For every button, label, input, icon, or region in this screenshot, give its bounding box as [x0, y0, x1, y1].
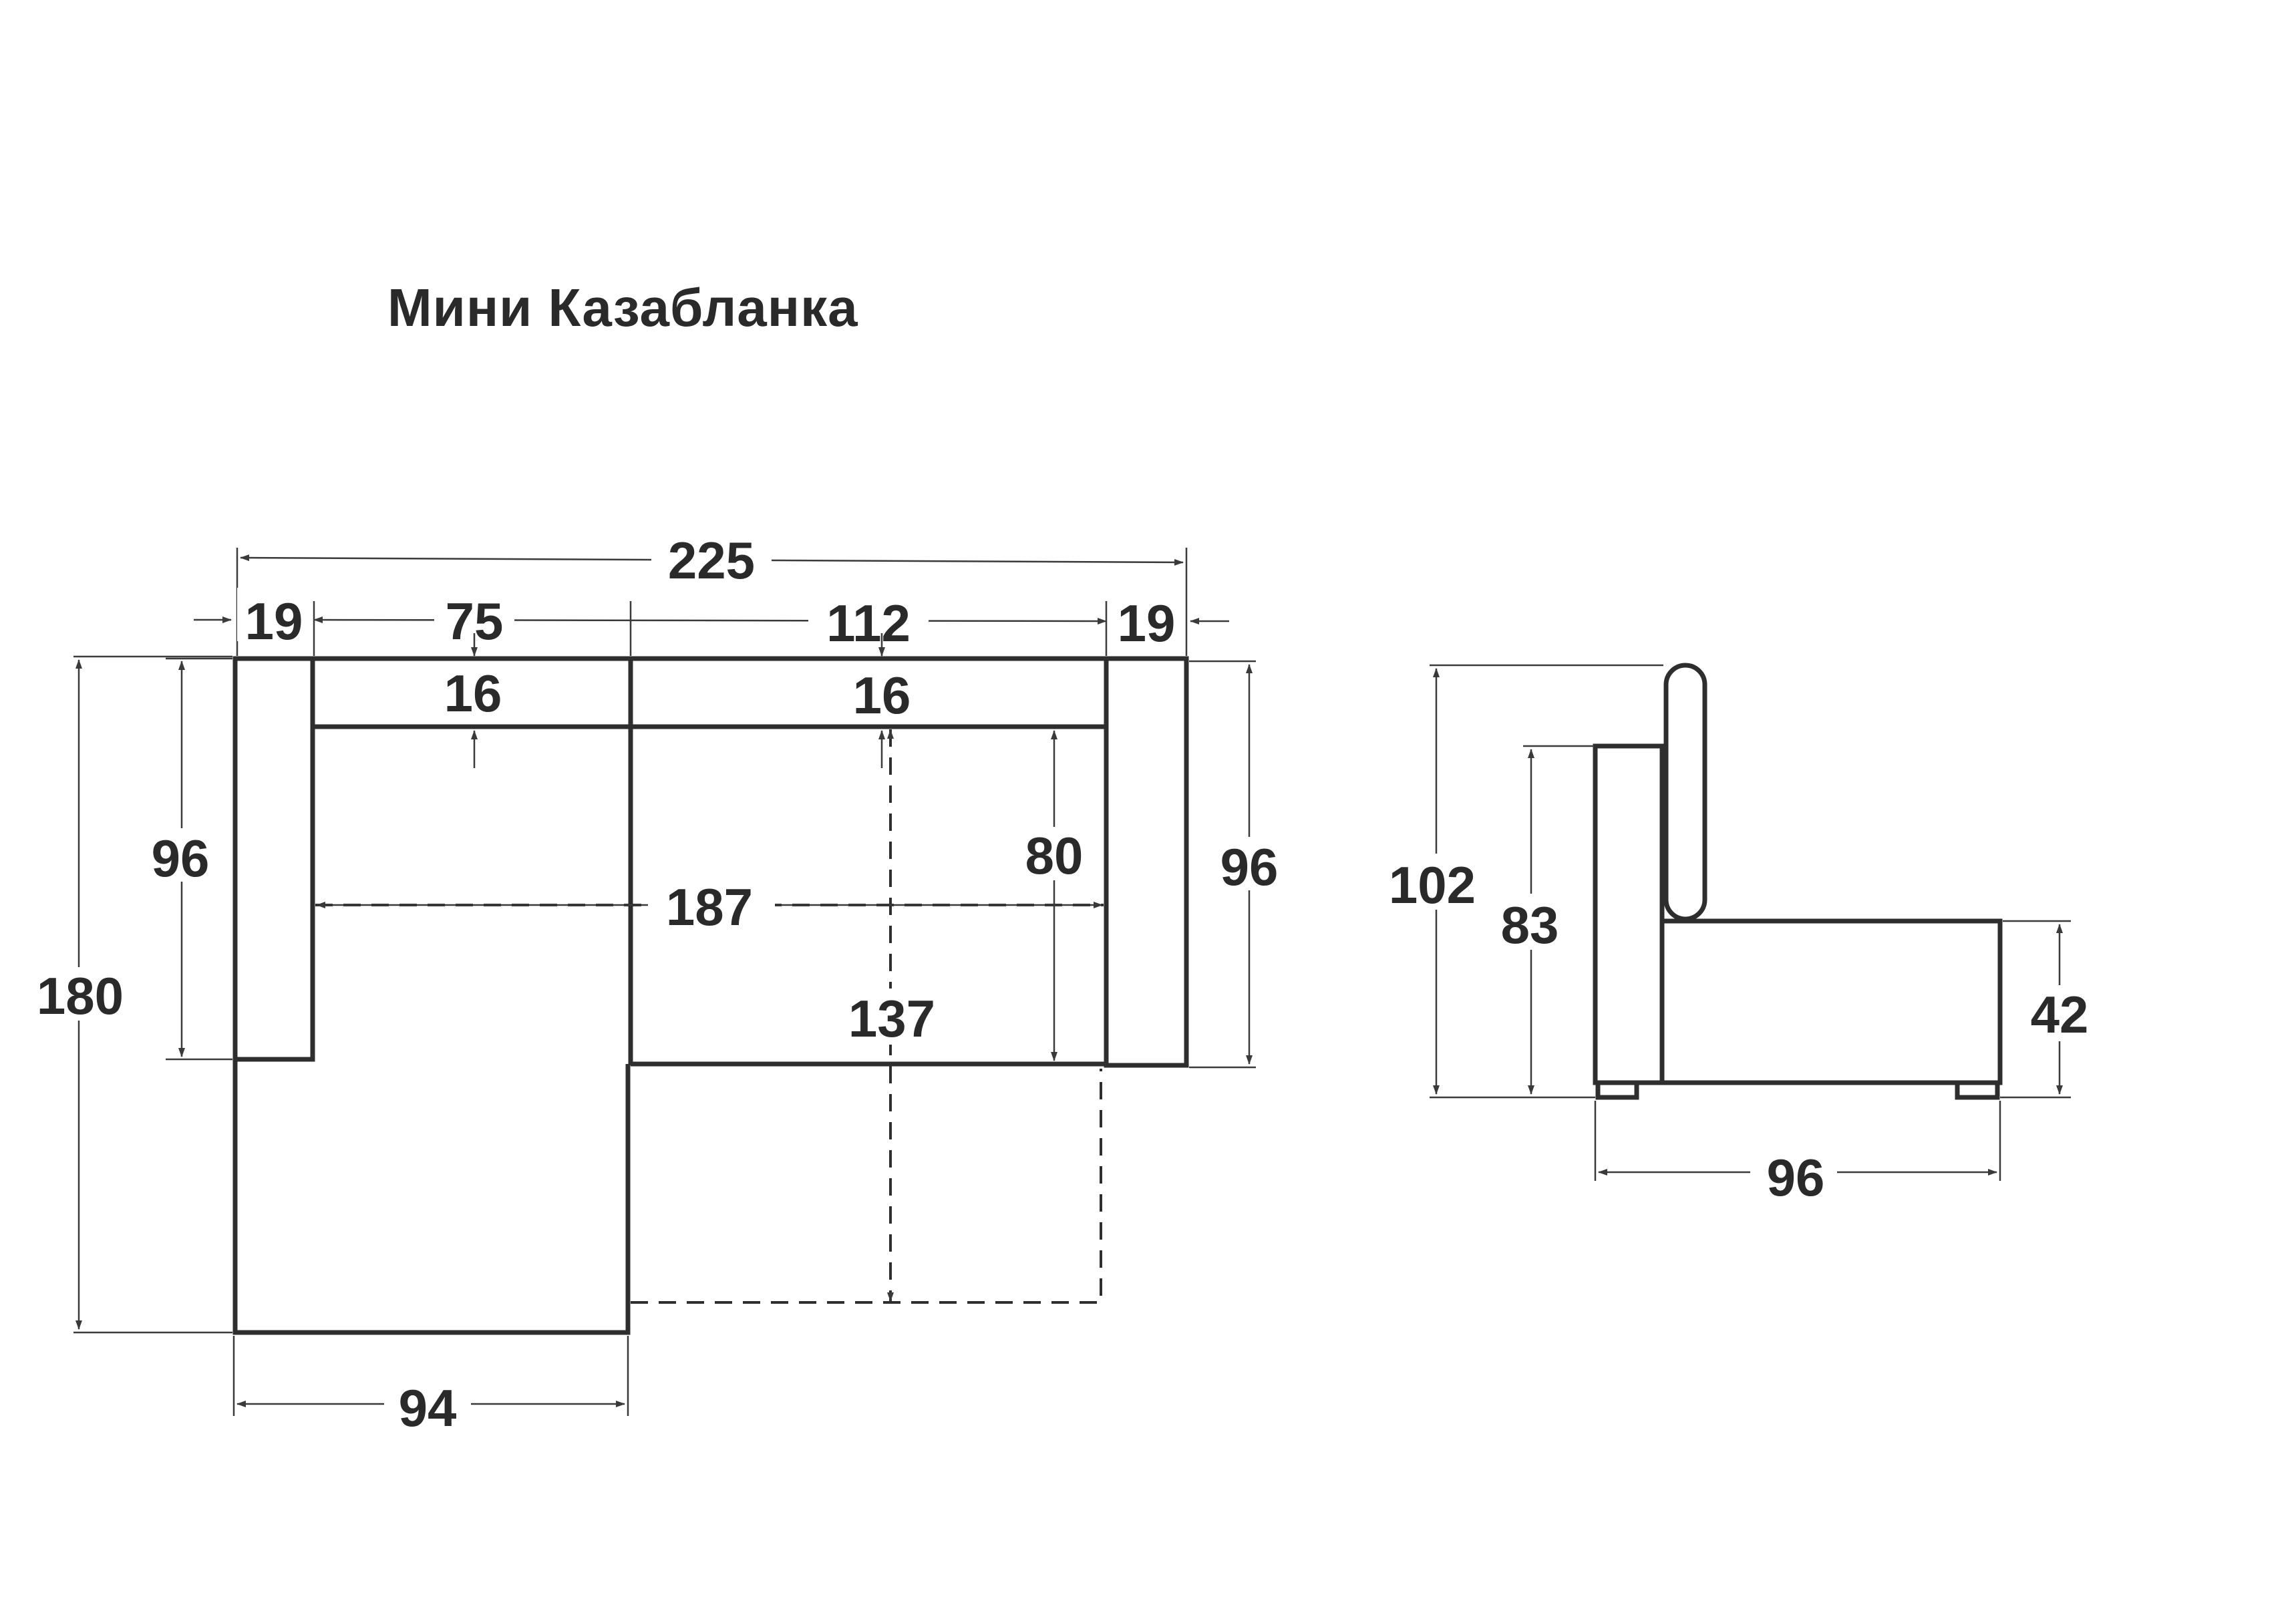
- segment-width-dimension: [313, 616, 1107, 624]
- side-back-cushion: [1663, 663, 1707, 922]
- right-armrest-depth-label: 96: [1220, 838, 1279, 896]
- back-depth-left-label: 16: [444, 664, 502, 723]
- side-back-foot: [1955, 1080, 2000, 1100]
- sleeping-area-outline: [631, 1069, 1102, 1304]
- chaise-section: [232, 1059, 631, 1335]
- overall-height-label: 102: [1389, 856, 1476, 914]
- left-armrest: [232, 656, 315, 1062]
- left-armrest-depth-label: 96: [152, 829, 210, 888]
- overall-width-label: 225: [668, 531, 755, 590]
- side-depth-label: 96: [1767, 1148, 1825, 1207]
- sleeping-width-label: 187: [666, 878, 753, 936]
- main-seat-width-label: 112: [826, 594, 911, 653]
- right-armrest: [1104, 656, 1189, 1068]
- side-front-foot: [1595, 1080, 1639, 1100]
- right-armrest-width-label: 19: [1118, 594, 1176, 653]
- chaise-width-label: 94: [399, 1379, 457, 1437]
- side-seat: [1659, 918, 2003, 1085]
- plan-view: 225 19 75 112 19 16 16 96 180: [20, 530, 1293, 1437]
- sleeping-length-label: 137: [848, 989, 935, 1048]
- seat-depth-label: 80: [1025, 826, 1084, 885]
- overall-depth-label: 180: [37, 966, 124, 1025]
- side-view: 102 83 42 96: [1373, 663, 2103, 1207]
- side-armrest: [1593, 743, 1665, 1085]
- back-cushion: [310, 656, 1109, 729]
- seat-height-label: 42: [2031, 985, 2089, 1044]
- back-depth-right-label: 16: [853, 666, 911, 725]
- armrest-height-label: 83: [1501, 896, 1559, 954]
- left-armrest-width-label: 19: [245, 592, 303, 651]
- page-title: Мини Казабланка: [387, 278, 858, 337]
